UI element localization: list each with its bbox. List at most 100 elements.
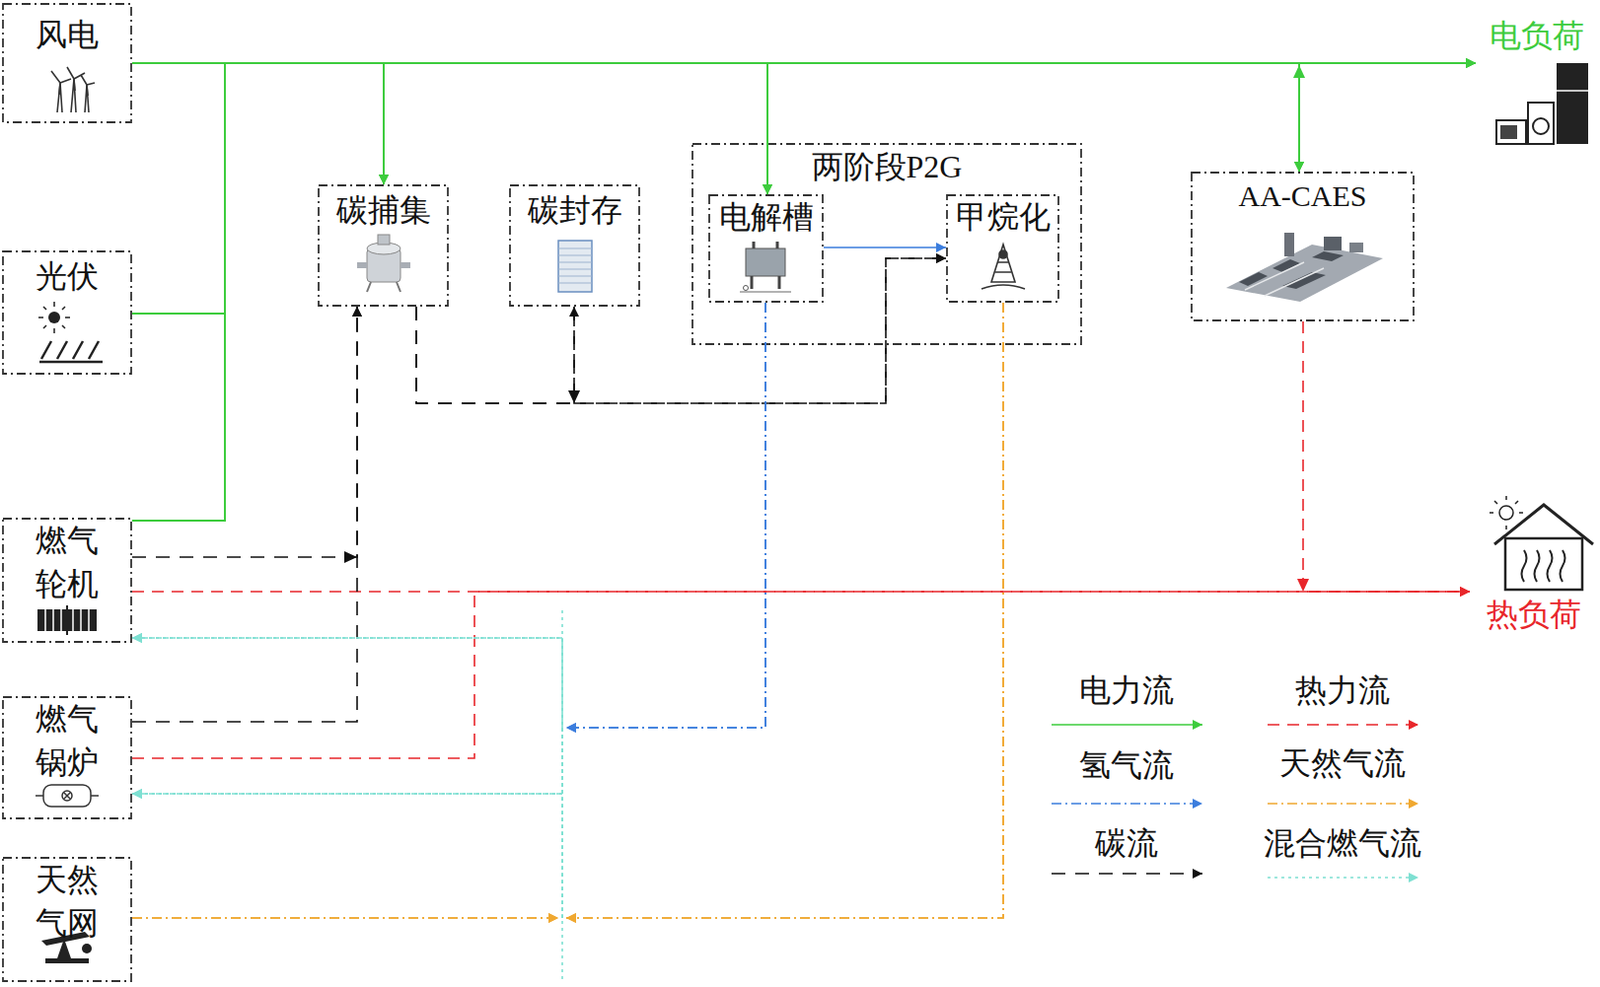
component-box: 两阶段P2G 电解槽 甲烷化	[691, 143, 1083, 346]
flow-connector	[416, 306, 575, 404]
legend-label: 碳流	[1008, 823, 1245, 864]
flow-line	[823, 246, 946, 249]
flow-connector	[132, 63, 1476, 521]
flow-line	[132, 63, 384, 185]
box-border	[509, 185, 640, 306]
component-box: AA-CAES	[1190, 171, 1415, 322]
flow-line	[416, 258, 946, 404]
flow-connector	[132, 63, 768, 195]
legend-sample	[1267, 876, 1419, 879]
flow-line	[132, 917, 559, 920]
methanation-icon	[981, 244, 1025, 290]
flow-line	[132, 63, 1300, 172]
flow-connector	[1303, 321, 1470, 592]
component-box: 光伏	[1, 250, 133, 375]
component-box: 碳封存	[509, 184, 641, 307]
node-label: 热负荷	[1486, 594, 1582, 635]
box-border	[2, 697, 132, 819]
component-box: 热负荷	[1469, 493, 1599, 637]
flow-line	[132, 63, 768, 521]
node-label: 天然 气网	[30, 858, 104, 946]
flow-line	[574, 258, 946, 404]
flow-line	[132, 63, 768, 195]
component-box: 燃气 锅炉	[1, 696, 133, 820]
component-box: 天然 气网	[1, 857, 133, 983]
flow-line	[132, 590, 1470, 593]
flow-line	[132, 63, 1476, 314]
flow-line	[132, 591, 1470, 759]
flow-line	[416, 306, 575, 404]
flow-connector	[132, 591, 1470, 593]
flow-connector	[416, 258, 946, 404]
carbon-arrowhead	[568, 390, 581, 404]
solar-panel-icon	[38, 301, 103, 363]
component-box: 燃气 轮机	[1, 517, 133, 644]
flow-line	[132, 794, 563, 919]
flow-line	[132, 63, 1300, 314]
legend-sample	[1051, 724, 1203, 727]
flow-connector	[1299, 63, 1476, 172]
box-border	[692, 144, 1082, 345]
flow-line	[132, 917, 559, 920]
node-label: 电解槽	[719, 197, 814, 237]
box-border	[318, 185, 448, 306]
flow-connector	[132, 63, 1476, 314]
flow-line	[132, 306, 358, 723]
flow-line	[1303, 321, 1470, 592]
node-label: AA-CAES	[1237, 176, 1367, 217]
flow-line	[132, 638, 563, 728]
component-box: 风电	[1, 2, 133, 124]
node-label: 风电	[35, 14, 99, 55]
component-box: 电解槽	[708, 194, 824, 303]
flow-connector	[132, 63, 384, 185]
flow-line	[566, 302, 766, 728]
flow-connector	[132, 302, 1004, 919]
mixed-gas-bus	[561, 610, 564, 980]
flow-connector	[132, 302, 766, 728]
flow-connector	[132, 63, 1300, 521]
flow-connector	[132, 63, 768, 521]
legend-label: 热力流	[1224, 670, 1461, 711]
flow-line	[566, 302, 1004, 919]
node-label: 光伏	[35, 256, 99, 296]
flow-line	[566, 302, 766, 728]
carbon-capture-icon	[357, 234, 411, 292]
flow-connector	[132, 306, 358, 723]
legend-sample	[1267, 802, 1419, 805]
node-label: 燃气 轮机	[30, 518, 104, 606]
component-box: 甲烷化	[945, 194, 1060, 303]
node-label: 两阶段P2G	[811, 146, 963, 187]
flow-line	[132, 306, 358, 558]
flow-connector	[574, 258, 946, 404]
component-box: 电负荷	[1475, 13, 1599, 152]
flow-line	[1299, 63, 1476, 172]
box-border	[2, 858, 132, 982]
legend-label: 氢气流	[1008, 745, 1245, 786]
component-box: 碳捕集	[317, 184, 449, 307]
box-border	[709, 195, 823, 302]
flow-connector	[132, 63, 1300, 172]
flow-line	[132, 63, 1476, 521]
flow-connector	[132, 63, 1476, 65]
legend-label: 电力流	[1008, 670, 1245, 711]
wind-turbine-icon	[51, 67, 95, 113]
flow-connector	[132, 591, 1470, 759]
node-label: 碳封存	[527, 190, 623, 230]
box-border	[2, 3, 132, 123]
box-border	[2, 251, 132, 374]
flow-connector	[132, 302, 766, 795]
heat-house-icon	[1489, 496, 1594, 590]
gas-boiler-icon	[35, 785, 99, 807]
legend-sample	[1051, 872, 1203, 875]
caes-plant-icon	[1226, 232, 1383, 302]
node-label: 碳捕集	[336, 190, 432, 230]
flow-connector	[132, 638, 563, 919]
flow-connector	[132, 794, 563, 919]
flow-line	[132, 63, 384, 314]
legend-sample	[1051, 802, 1203, 805]
electrolyzer-icon	[739, 241, 792, 292]
node-label: 甲烷化	[955, 197, 1051, 237]
flow-connector	[132, 63, 384, 314]
carbon-storage-icon	[558, 240, 592, 292]
flow-connector	[132, 63, 768, 314]
